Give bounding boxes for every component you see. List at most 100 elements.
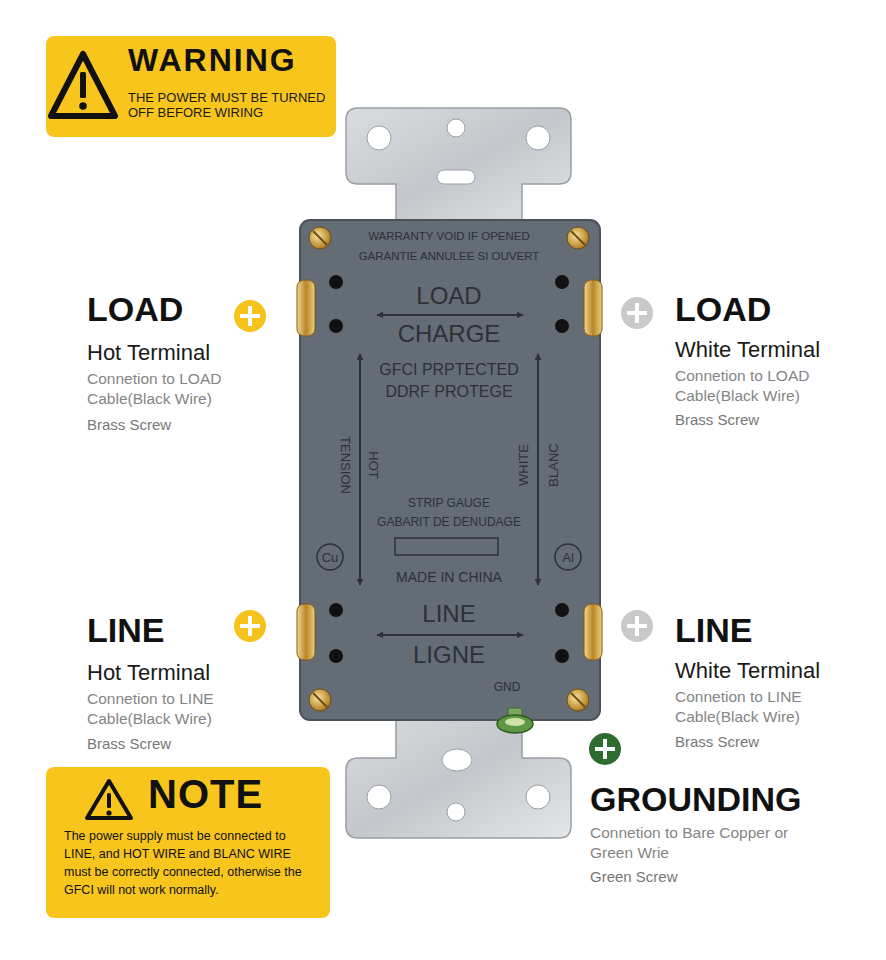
strap-hole: [442, 749, 472, 771]
housing-screw: [567, 227, 589, 249]
plus-icon: [234, 610, 266, 642]
brass-screw: [297, 280, 315, 336]
warning-triangle: [51, 54, 115, 116]
wire-hole: [555, 603, 569, 617]
wire-hole: [555, 649, 569, 663]
screw-slot: [313, 693, 327, 707]
terminal-name: LINE: [87, 611, 164, 650]
screw-slot: [571, 231, 585, 245]
terminal-name: GROUNDING: [590, 780, 802, 819]
terminal-name: LOAD: [675, 290, 771, 329]
housing-marking: DDRF PROTEGE: [385, 384, 512, 400]
plus-icon: [595, 739, 615, 759]
strap-hole: [367, 785, 391, 809]
strap-hole: [447, 803, 465, 821]
plus-icon: [621, 297, 653, 329]
strap-hole: [526, 126, 550, 150]
brass-screw: [584, 280, 602, 336]
terminal-description: Connetion to LOAD Cable(Black Wire): [675, 366, 845, 406]
housing-marking: HOT: [367, 451, 380, 478]
direction-arrow: [377, 314, 523, 316]
housing-marking: TENSION: [339, 436, 352, 494]
ground-screw: [497, 715, 533, 733]
box-body-text: THE POWER MUST BE TURNED OFF BEFORE WIRI…: [128, 90, 326, 120]
housing-marking: CHARGE: [398, 322, 501, 346]
terminal-description: Connetion to LOAD Cable(Black Wire): [87, 369, 247, 409]
terminal-description: Connetion to LINE Cable(Black Wire): [675, 687, 845, 727]
direction-arrow: [537, 354, 539, 585]
housing-marking: GND: [494, 681, 521, 693]
exclamation-bar: [80, 72, 86, 98]
strap-hole: [526, 785, 550, 809]
wire-hole: [555, 275, 569, 289]
brass-screw: [584, 604, 602, 660]
housing-marking: GABARIT DE DENUDAGE: [377, 516, 521, 528]
strip-gauge: [395, 538, 498, 555]
housing-marking: GFCI PRPTECTED: [379, 362, 519, 378]
screw-slot: [571, 693, 585, 707]
exclamation-dot: [79, 102, 87, 110]
terminal-description: Brass Screw: [87, 416, 171, 433]
screw-slot: [313, 231, 327, 245]
housing-marking: GARANTIE ANNULEE SI OUVERT: [359, 251, 540, 263]
plus-icon: [627, 303, 647, 323]
housing-marking: STRIP GAUGE: [408, 497, 490, 509]
terminal-description: Hot Terminal: [87, 660, 210, 685]
plus-icon: [240, 306, 260, 326]
direction-arrow: [359, 354, 361, 585]
terminal-name: LOAD: [87, 290, 183, 329]
terminal-description: White Terminal: [675, 337, 820, 362]
housing-marking: MADE IN CHINA: [396, 570, 502, 584]
note-box: NOTEThe power supply must be connected t…: [46, 767, 330, 918]
terminal-description: Green Screw: [590, 868, 678, 885]
wire-hole: [329, 319, 343, 333]
warning-icon: [46, 767, 146, 857]
exclamation-bar: [107, 793, 111, 808]
plus-icon: [621, 610, 653, 642]
box-heading: WARNING: [128, 42, 297, 79]
terminal-description: Brass Screw: [675, 411, 759, 428]
direction-arrow: [377, 634, 523, 636]
strap-hole: [367, 126, 391, 150]
housing-screw: [309, 227, 331, 249]
terminal-description: Hot Terminal: [87, 340, 210, 365]
mounting-strap: [346, 108, 571, 230]
strap-hole: [447, 119, 465, 137]
terminal-description: Connetion to Bare Copper or Green Wrie: [590, 823, 805, 863]
gfci-housing-text: WARRANTY VOID IF OPENED GARANTIE ANNULEE …: [300, 220, 600, 720]
terminal-description: Connetion to LINE Cable(Black Wire): [87, 689, 247, 729]
housing-marking: Cu: [322, 551, 339, 564]
housing-marking: LIGNE: [413, 643, 485, 667]
brass-screw: [297, 604, 315, 660]
mounting-strap: [346, 712, 571, 838]
warning-box: WARNING THE POWER MUST BE TURNED OFF BEFO…: [46, 36, 336, 137]
housing-marking: LINE: [422, 602, 475, 626]
plus-icon: [589, 733, 621, 765]
material-circle: [317, 544, 343, 570]
strap-slot: [437, 170, 475, 184]
housing-marking: WARRANTY VOID IF OPENED: [368, 231, 530, 243]
plus-icon: [627, 616, 647, 636]
wire-hole: [555, 319, 569, 333]
gfci-housing: [300, 220, 600, 720]
terminal-name: LINE: [675, 611, 752, 650]
ground-screw: [505, 718, 525, 726]
terminal-description: Brass Screw: [87, 735, 171, 752]
wire-hole: [329, 649, 343, 663]
box-body-text: The power supply must be connected to LI…: [64, 827, 316, 899]
plus-icon: [240, 616, 260, 636]
warning-triangle: [87, 781, 131, 818]
housing-marking: LOAD: [416, 284, 481, 308]
housing-marking: BLANC: [547, 443, 560, 486]
wire-hole: [329, 275, 343, 289]
exclamation-dot: [106, 810, 111, 815]
housing-marking: WHITE: [517, 444, 530, 486]
housing-screw: [567, 689, 589, 711]
plus-icon: [234, 300, 266, 332]
housing-marking: Al: [562, 551, 574, 564]
housing-screw: [309, 689, 331, 711]
material-circle: [555, 544, 581, 570]
terminal-description: Brass Screw: [675, 733, 759, 750]
terminal-description: White Terminal: [675, 658, 820, 683]
